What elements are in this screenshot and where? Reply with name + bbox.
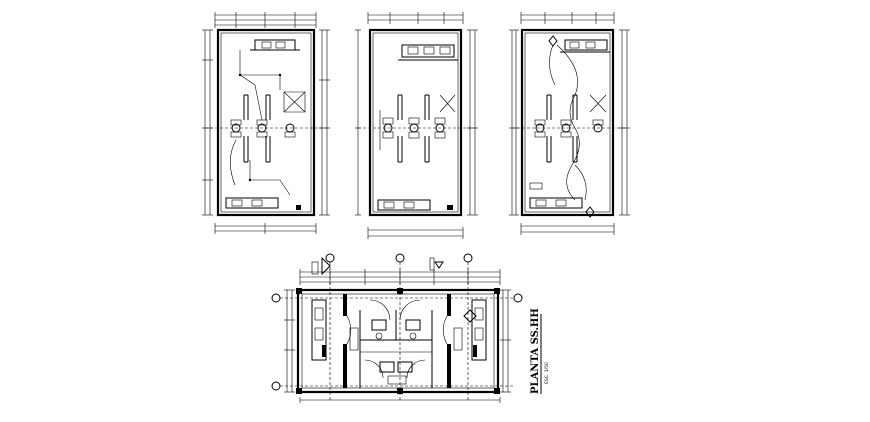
dimension-lines-middle	[355, 12, 478, 239]
plan-plumbing-middle	[355, 12, 478, 239]
title-block: PLANTA SS.HH ESC. 1/50	[530, 308, 550, 394]
top-counter-right	[560, 39, 610, 53]
toilets-bottom	[360, 319, 432, 385]
interior-walls-bottom	[343, 294, 451, 388]
right-counter-bottom	[453, 299, 487, 361]
wiring-left	[229, 50, 291, 196]
top-counter-left	[250, 39, 300, 51]
fixtures-middle	[379, 110, 446, 150]
bottom-counter-middle	[377, 199, 453, 211]
light-symbols-right	[548, 35, 595, 218]
dimension-lines-right	[509, 12, 630, 235]
top-counter-middle	[398, 44, 458, 61]
drawing-title: PLANTA SS.HH	[530, 308, 541, 394]
outer-wall-right	[520, 28, 615, 217]
plan-lighting-right	[509, 12, 630, 235]
columns-bottom	[296, 288, 500, 394]
fixtures-left	[230, 119, 296, 138]
cubicle-partitions-right	[546, 94, 607, 163]
outer-wall-middle	[368, 28, 463, 217]
drawing-scale: ESC. 1/50	[544, 362, 550, 384]
axis-markers-bottom	[271, 253, 523, 400]
plan-main-bottom	[271, 253, 523, 403]
bottom-counter-left	[225, 197, 301, 210]
cubicle-partitions-middle	[397, 94, 456, 163]
cubicle-partitions-left	[243, 91, 306, 163]
dimension-lines-bottom	[284, 269, 511, 403]
outer-wall-left	[216, 28, 316, 217]
outer-wall-bottom	[296, 288, 500, 394]
level-marks-bottom	[311, 256, 477, 323]
bottom-counter-right	[529, 182, 583, 209]
fixtures-right	[534, 119, 604, 138]
left-counter-bottom	[311, 299, 359, 361]
plan-electrical-left	[202, 12, 330, 234]
